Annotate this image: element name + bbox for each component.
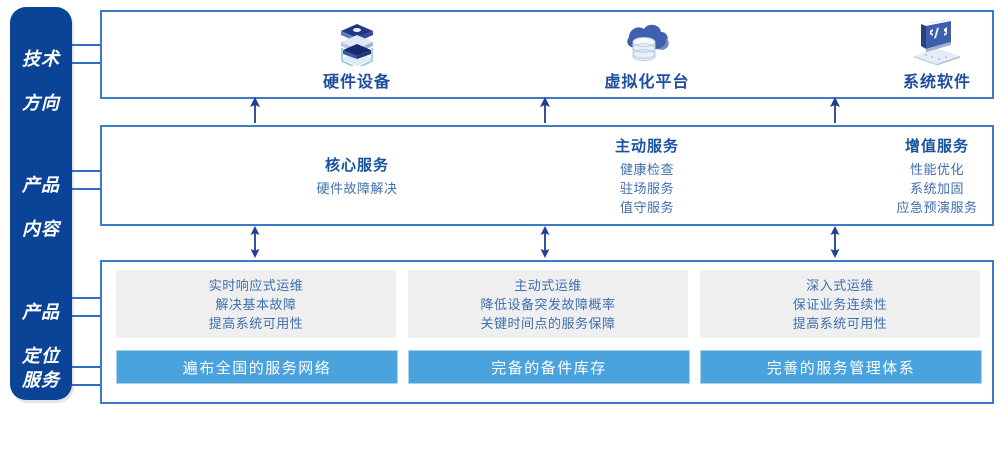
connector-advantage-top [72, 366, 101, 368]
position-item: 提高系统可用性 [208, 315, 304, 331]
content-item: 健康检查 [619, 161, 674, 177]
tech-item-label: 硬件设备 [322, 73, 391, 91]
advantage-bar-network[interactable]: 遍布全国的服务网络 [116, 350, 398, 384]
position-item: 关键时间点的服务保障 [480, 315, 616, 331]
content-item: 性能优化 [909, 161, 964, 177]
advantage-bar-management[interactable]: 完善的服务管理体系 [700, 350, 982, 384]
content-column-proactive[interactable]: 主动服务 健康检查 驻场服务 值守服务 [499, 127, 795, 224]
rail-label-line2: 优势 [22, 414, 60, 434]
advantage-bar-label: 完善的服务管理体系 [766, 359, 916, 377]
position-item: 降低设备突发故障概率 [480, 296, 616, 312]
tech-item-virtualization[interactable]: 虚拟化平台 [547, 12, 747, 97]
tech-item-hardware[interactable]: 硬件设备 [257, 12, 457, 97]
rail-label-line1: 产品 [22, 302, 60, 322]
position-item: 深入式运维 [806, 277, 874, 293]
connector-position-bottom [72, 315, 101, 317]
rail-item-service-advantage[interactable]: 服务 优势 [10, 347, 72, 457]
content-item: 值守服务 [619, 199, 674, 215]
rail-item-tech-direction[interactable]: 技术 方向 [10, 26, 72, 136]
advantage-bar-label: 完备的备件库存 [491, 359, 607, 377]
content-item: 系统加固 [909, 180, 964, 196]
tech-item-label: 虚拟化平台 [604, 73, 690, 91]
arrow-up-hardware [248, 97, 262, 123]
content-heading: 增值服务 [904, 137, 969, 155]
arrow-up-down-proactive [538, 226, 552, 258]
left-rail [10, 7, 72, 400]
position-item: 主动式运维 [514, 277, 582, 293]
arrow-up-down-value-added [828, 226, 842, 258]
rail-label-line1: 技术 [22, 49, 60, 69]
rail-label-line2: 定位 [22, 346, 60, 366]
diagram-canvas: 技术 方向 产品 内容 产品 定位 服务 优势 [10, 7, 994, 404]
server-stack-icon [326, 18, 388, 69]
product-content-section: 核心服务 硬件故障解决 主动服务 健康检查 驻场服务 值守服务 增值服务 性能优… [100, 125, 994, 226]
rail-item-product-position[interactable]: 产品 定位 [10, 279, 72, 389]
tech-item-system-software[interactable]: 系统软件 [837, 12, 1000, 97]
rail-label-line1: 产品 [22, 175, 60, 195]
arrow-up-virtualization [538, 97, 552, 123]
position-card-realtime[interactable]: 实时响应式运维 解决基本故障 提高系统可用性 [116, 270, 396, 338]
position-item: 实时响应式运维 [208, 277, 304, 293]
position-item: 解决基本故障 [215, 296, 297, 312]
product-position-section: 实时响应式运维 解决基本故障 提高系统可用性 主动式运维 降低设备突发故障概率 … [100, 260, 994, 404]
arrow-up-system-software [828, 97, 842, 123]
position-item: 提高系统可用性 [792, 315, 888, 331]
position-item: 保证业务连续性 [792, 296, 888, 312]
tech-item-label: 系统软件 [902, 73, 971, 91]
content-column-core[interactable]: 核心服务 硬件故障解决 [209, 127, 505, 224]
advantage-bar-spare-parts[interactable]: 完备的备件库存 [408, 350, 690, 384]
arrow-up-down-core [248, 226, 262, 258]
content-heading: 核心服务 [324, 156, 389, 174]
connector-content-bottom [72, 188, 101, 190]
rail-label-line1: 服务 [22, 370, 60, 390]
content-item: 硬件故障解决 [316, 180, 398, 196]
laptop-code-icon [906, 18, 968, 66]
cloud-database-icon [616, 18, 678, 66]
rail-label-line2: 内容 [22, 219, 60, 239]
position-card-deep[interactable]: 深入式运维 保证业务连续性 提高系统可用性 [700, 270, 980, 338]
content-item: 应急预演服务 [896, 199, 978, 215]
rail-item-product-content[interactable]: 产品 内容 [10, 152, 72, 262]
position-card-proactive[interactable]: 主动式运维 降低设备突发故障概率 关键时间点的服务保障 [408, 270, 688, 338]
content-heading: 主动服务 [614, 137, 679, 155]
rail-label-line2: 方向 [22, 93, 60, 113]
tech-direction-section: 硬件设备 [100, 10, 994, 99]
connector-content-top [72, 170, 101, 172]
connector-position-top [72, 297, 101, 299]
advantage-bar-label: 遍布全国的服务网络 [182, 359, 332, 377]
content-column-value-added[interactable]: 增值服务 性能优化 系统加固 应急预演服务 [789, 127, 1000, 224]
connector-tech-bottom [72, 62, 101, 64]
content-item: 驻场服务 [619, 180, 674, 196]
connector-tech-top [72, 44, 101, 46]
connector-advantage-bottom [72, 384, 101, 386]
